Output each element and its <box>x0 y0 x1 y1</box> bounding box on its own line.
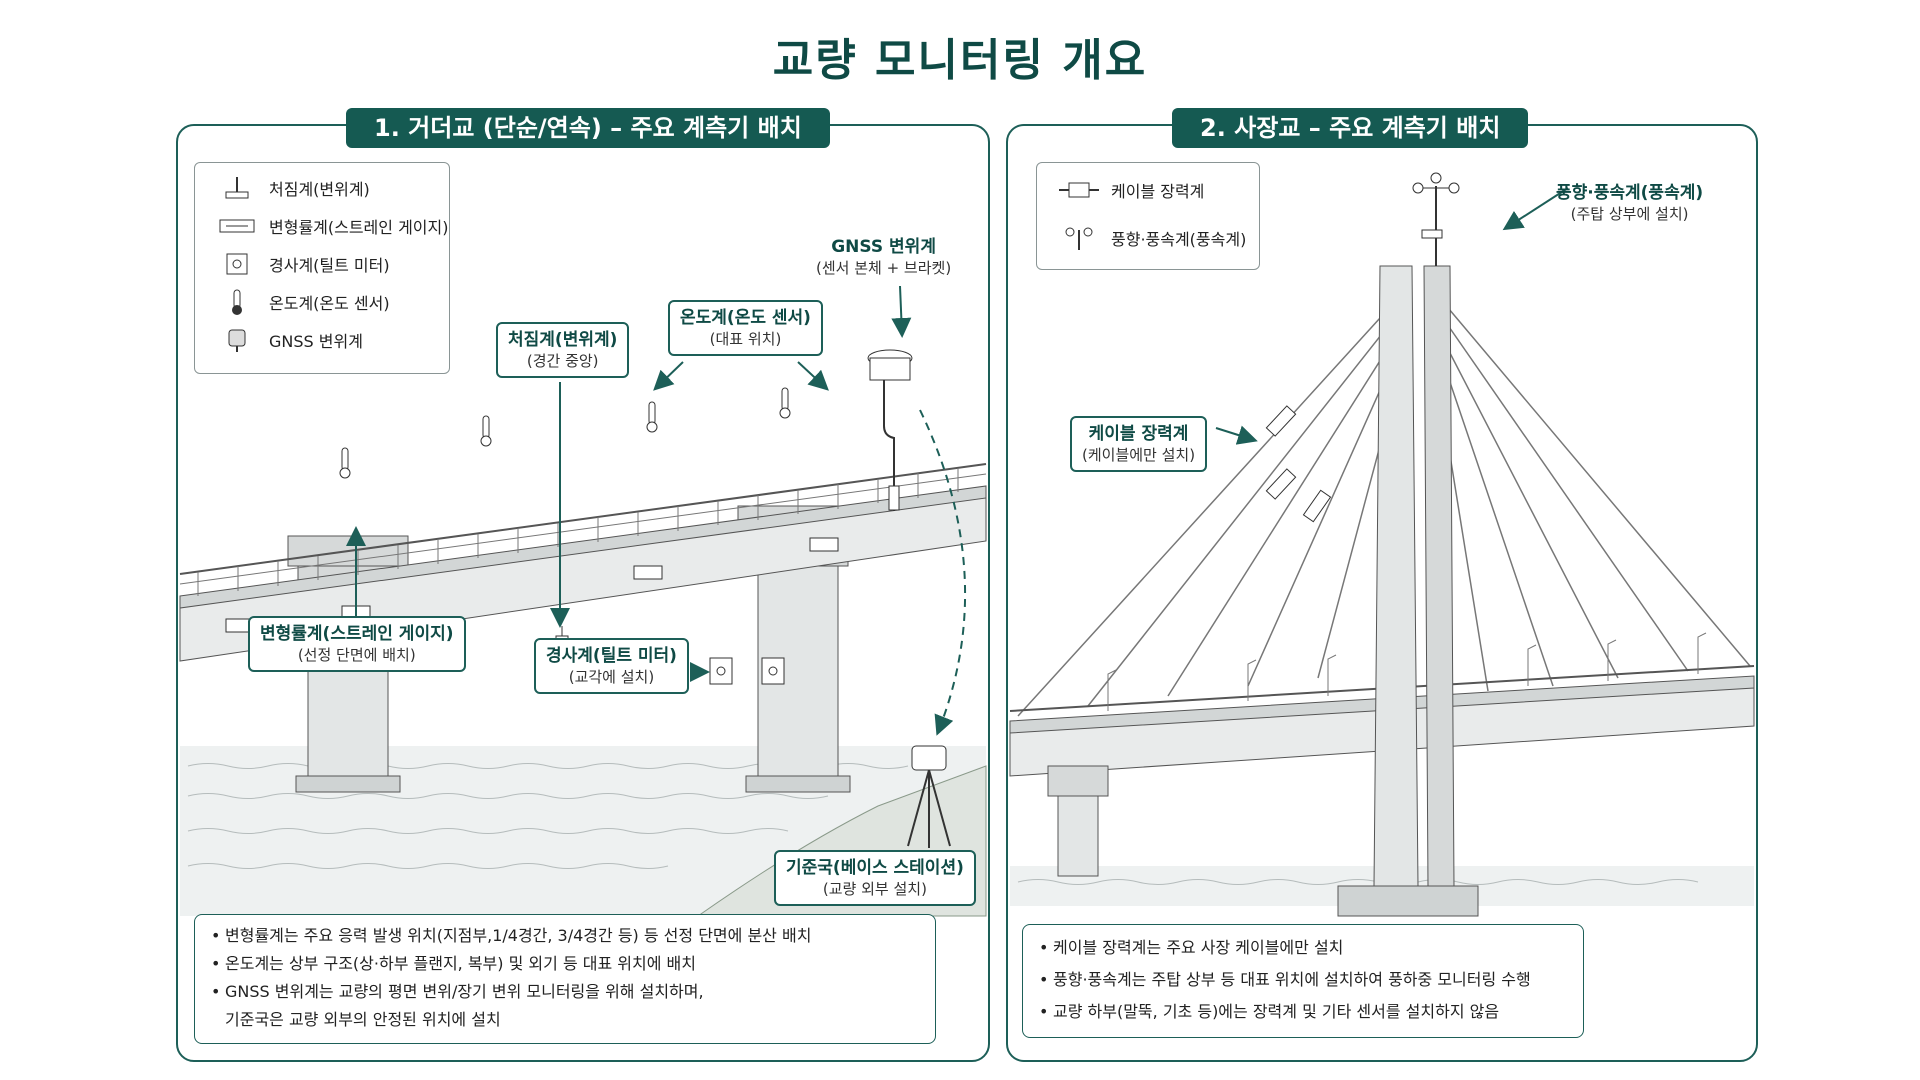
deck-thermometers <box>339 387 791 479</box>
gnss-sensor-on-bridge <box>867 349 913 511</box>
gnss-leader-arrow <box>891 285 912 338</box>
legend-label: 풍향·풍속계(풍속계) <box>1111 230 1247 249</box>
cable-stayed-bridge-illustration <box>1009 172 1755 917</box>
note-item: •케이블 장력계는 주요 사장 케이블에만 설치 <box>1039 938 1344 957</box>
pier-tilt-meters <box>709 657 785 685</box>
gnss-to-base-dashed-link <box>919 409 967 736</box>
note-item: •교량 하부(말뚝, 기초 등)에는 장력계 및 기타 센서를 설치하지 않음 <box>1039 1002 1500 1021</box>
wind-leader-arrow <box>1502 187 1569 231</box>
cable-stayed-notes: •케이블 장력계는 주요 사장 케이블에만 설치 •풍향·풍속계는 주탑 상부 … <box>1022 924 1584 1038</box>
legend-item-strain: 변형률계(스트레인 게이지) <box>217 211 449 241</box>
temperature-callout: 온도계(온도 센서) (대표 위치) <box>668 300 823 356</box>
legend-item-gnss: GNSS 변위계 <box>217 325 363 355</box>
base-station-callout: 기준국(베이스 스테이션) (교량 외부 설치) <box>774 850 976 906</box>
cable-tension-callout: 케이블 장력계 (케이블에만 설치) <box>1070 416 1208 472</box>
strain-gauges <box>225 537 839 633</box>
legend-item-anemometer: 풍향·풍속계(풍속계) <box>1059 223 1246 253</box>
cable-stayed-legend: 케이블 장력계 풍향·풍속계(풍속계) <box>1036 162 1260 270</box>
pylon-tower <box>1337 265 1479 917</box>
base-station-tripod <box>907 745 951 848</box>
temperature-leader-arrow-a <box>653 361 684 391</box>
lamp-posts <box>1107 632 1707 711</box>
page-title: 교량 모니터링 개요 <box>772 35 1148 86</box>
girder-bridge-panel: 1. 거더교 (단순/연속) – 주요 계측기 배치 <box>176 108 990 1062</box>
strain-gauge-icon <box>217 211 257 241</box>
legend-label: GNSS 변위계 <box>269 332 363 351</box>
anemometer-icon <box>1059 223 1099 253</box>
gnss-label: GNSS 변위계 (센서 본체 + 브라켓) <box>816 237 952 277</box>
legend-label: 온도계(온도 센서) <box>269 294 390 313</box>
cable-stayed-bridge-panel: 2. 사장교 – 주요 계측기 배치 <box>1006 108 1758 1062</box>
wind-sensor-label: 풍향·풍속계(풍속계) (주탑 상부에 설치) <box>1556 183 1704 223</box>
girder-legend: 처짐계(변위계) 변형률계(스트레인 게이지) 경사계(틸트 미터) 온도계(온… <box>194 162 450 374</box>
cable-stayed-panel-header: 2. 사장교 – 주요 계측기 배치 <box>1172 108 1529 148</box>
approach-pier <box>1047 765 1109 877</box>
settlement-gauge-icon <box>217 173 257 203</box>
strain-callout: 변형률계(스트레인 게이지) (선정 단면에 배치) <box>248 616 466 672</box>
legend-label: 경사계(틸트 미터) <box>269 256 390 275</box>
legend-label: 케이블 장력계 <box>1111 182 1205 201</box>
deflection-callout: 처짐계(변위계) (경간 중앙) <box>496 322 630 378</box>
anemometer-on-pylon <box>1412 172 1460 266</box>
note-item: •풍향·풍속계는 주탑 상부 등 대표 위치에 설치하여 풍하중 모니터링 수행 <box>1039 970 1531 989</box>
legend-item-tilt: 경사계(틸트 미터) <box>217 249 390 279</box>
deck-railing <box>197 468 959 596</box>
legend-label: 처짐계(변위계) <box>269 180 370 199</box>
note-item: •변형률계는 주요 응력 발생 위치(지점부,1/4경간, 3/4경간 등) 등… <box>211 926 812 945</box>
note-item: •온도계는 상부 구조(상·하부 플랜지, 복부) 및 외기 등 대표 위치에 … <box>211 954 696 973</box>
legend-item-deflection: 처짐계(변위계) <box>217 173 370 203</box>
girder-notes: •변형률계는 주요 응력 발생 위치(지점부,1/4경간, 3/4경간 등) 등… <box>194 914 936 1044</box>
legend-label: 변형률계(스트레인 게이지) <box>269 218 449 237</box>
cable-tension-icon <box>1059 175 1099 205</box>
tilt-meter-icon <box>217 249 257 279</box>
cable-tension-sensors <box>1265 405 1332 523</box>
thermometer-icon <box>217 287 257 317</box>
gnss-icon <box>217 325 257 355</box>
girder-panel-header: 1. 거더교 (단순/연속) – 주요 계측기 배치 <box>346 108 830 148</box>
note-item: 기준국은 교량 외부의 안정된 위치에 설치 <box>225 1010 501 1029</box>
legend-item-temperature: 온도계(온도 센서) <box>217 287 390 317</box>
tilt-callout: 경사계(틸트 미터) (교각에 설치) <box>534 638 689 694</box>
temperature-leader-arrow-b <box>797 361 829 391</box>
legend-item-cable-tension: 케이블 장력계 <box>1059 175 1204 205</box>
cable-leader-arrow <box>1215 425 1258 445</box>
note-item: •GNSS 변위계는 교량의 평면 변위/장기 변위 모니터링을 위해 설치하며… <box>211 982 704 1001</box>
